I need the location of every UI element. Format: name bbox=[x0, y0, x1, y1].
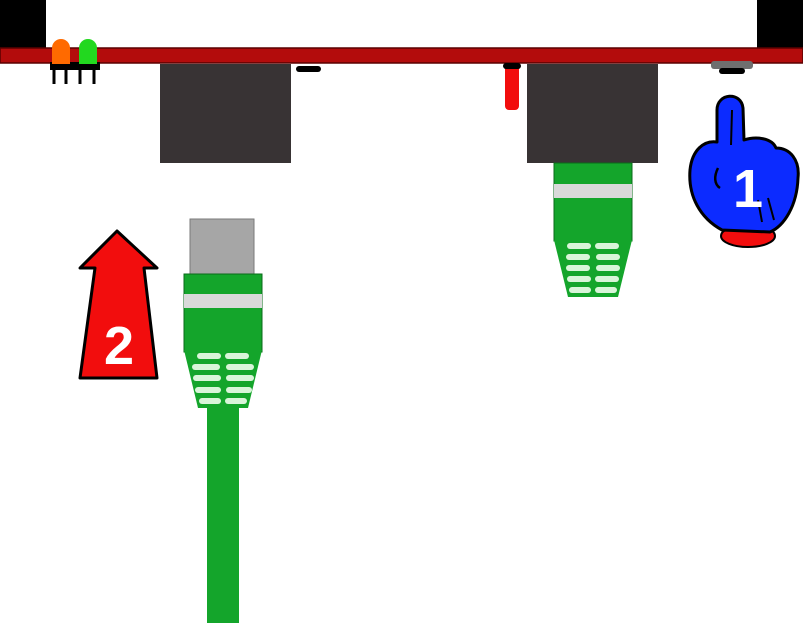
plug-contacts bbox=[189, 218, 255, 276]
board-right-corner bbox=[757, 0, 803, 52]
jack-right-red-tab bbox=[505, 64, 519, 110]
step-2-up-arrow-icon: 2 bbox=[78, 229, 159, 380]
jack-left-tab bbox=[296, 66, 321, 72]
ethernet-jack-right bbox=[503, 63, 658, 163]
board-strip bbox=[0, 47, 803, 64]
status-leds bbox=[50, 39, 100, 84]
board-left-corner bbox=[0, 0, 46, 52]
step-2-number: 2 bbox=[104, 316, 134, 376]
circuit-board bbox=[0, 0, 803, 64]
step-1-number: 1 bbox=[733, 159, 763, 219]
step-1-pointing-hand-icon: 1 bbox=[688, 94, 800, 248]
plugged-cable-connector bbox=[553, 162, 633, 297]
orange-led-icon bbox=[52, 39, 70, 64]
board-button bbox=[711, 61, 753, 74]
unplugged-ethernet-cable bbox=[183, 218, 263, 623]
ethernet-jack-left bbox=[160, 64, 321, 163]
cable-wire bbox=[207, 405, 239, 623]
green-led-icon bbox=[79, 39, 97, 64]
